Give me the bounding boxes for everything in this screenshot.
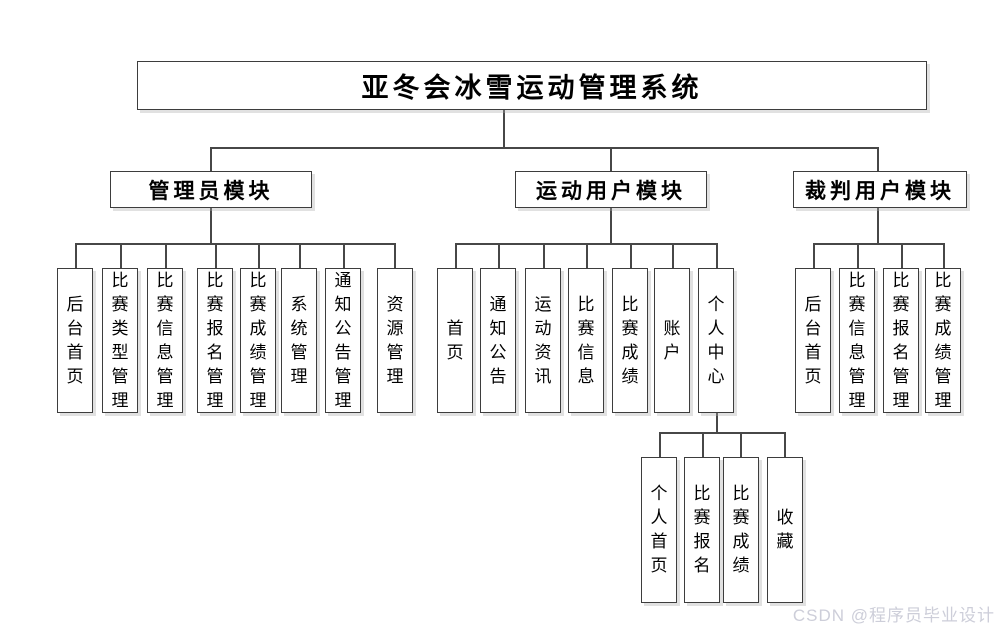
connector — [877, 147, 879, 172]
node-label: 后台首页 — [66, 294, 84, 386]
node-label: 比赛成绩 — [732, 484, 750, 575]
node-label: 系统管理 — [290, 294, 308, 386]
connector — [784, 432, 786, 458]
node-pc-registration: 比赛报名 — [684, 457, 720, 603]
connector — [740, 432, 742, 458]
module-sports-user-label: 运动用户模块 — [536, 179, 686, 203]
node-admin-competition-info-mgmt: 比赛信息管理 — [147, 268, 183, 413]
connector — [630, 243, 632, 268]
node-admin-backend-home: 后台首页 — [57, 268, 93, 413]
connector — [498, 243, 500, 268]
node-label: 通知公告管理 — [334, 270, 352, 410]
node-user-home: 首页 — [437, 268, 473, 413]
connector — [75, 243, 395, 245]
connector — [610, 147, 612, 172]
connector — [716, 243, 718, 268]
node-label: 比赛报名管理 — [892, 270, 910, 410]
connector — [813, 243, 944, 245]
connector — [343, 243, 345, 268]
node-label: 个人首页 — [650, 484, 668, 575]
connector — [75, 243, 77, 268]
connector — [299, 243, 301, 268]
module-admin-label: 管理员模块 — [148, 179, 274, 203]
connector — [857, 243, 859, 268]
node-admin-competition-type-mgmt: 比赛类型管理 — [102, 268, 138, 413]
module-referee-user: 裁判用户模块 — [793, 171, 967, 208]
module-referee-user-label: 裁判用户模块 — [805, 179, 955, 203]
node-user-account: 账户 — [654, 268, 690, 413]
connector — [210, 208, 212, 244]
connector — [455, 243, 457, 268]
node-admin-resource-mgmt: 资源管理 — [377, 268, 413, 413]
connector — [610, 208, 612, 244]
connector — [901, 243, 903, 268]
connector — [943, 243, 945, 268]
node-user-competition-info: 比赛信息 — [568, 268, 604, 413]
module-sports-user: 运动用户模块 — [515, 171, 707, 208]
connector — [586, 243, 588, 268]
node-label: 资源管理 — [386, 294, 404, 386]
node-pc-score: 比赛成绩 — [723, 457, 759, 603]
connector — [716, 413, 718, 433]
node-label: 比赛类型管理 — [111, 270, 129, 410]
connector — [702, 432, 704, 458]
node-label: 比赛信息管理 — [156, 270, 174, 410]
node-label: 比赛报名 — [693, 484, 711, 575]
node-pc-personal-home: 个人首页 — [641, 457, 677, 603]
node-pc-favorites: 收藏 — [767, 457, 803, 603]
node-label: 个人中心 — [707, 294, 725, 386]
node-label: 比赛成绩 — [621, 294, 639, 386]
connector — [877, 208, 879, 244]
root-title-box: 亚冬会冰雪运动管理系统 — [137, 61, 927, 110]
connector — [672, 243, 674, 268]
connector — [210, 147, 879, 149]
node-admin-notice-mgmt: 通知公告管理 — [325, 268, 361, 413]
node-referee-competition-info-mgmt: 比赛信息管理 — [839, 268, 875, 413]
node-user-personal-center: 个人中心 — [698, 268, 734, 413]
connector — [258, 243, 260, 268]
connector — [120, 243, 122, 268]
node-user-notice: 通知公告 — [480, 268, 516, 413]
node-label: 比赛成绩管理 — [249, 270, 267, 410]
node-label: 比赛信息 — [577, 294, 595, 386]
connector — [503, 110, 505, 148]
node-label: 账户 — [663, 318, 681, 362]
connector — [659, 432, 661, 458]
csdn-watermark: CSDN @程序员毕业设计 — [792, 606, 995, 625]
module-admin: 管理员模块 — [110, 171, 312, 208]
node-referee-score-mgmt: 比赛成绩管理 — [925, 268, 961, 413]
node-label: 比赛成绩管理 — [934, 270, 952, 410]
node-admin-score-mgmt: 比赛成绩管理 — [240, 268, 276, 413]
node-label: 首页 — [446, 318, 464, 362]
node-user-competition-score: 比赛成绩 — [612, 268, 648, 413]
node-admin-system-mgmt: 系统管理 — [281, 268, 317, 413]
node-user-sports-news: 运动资讯 — [525, 268, 561, 413]
diagram-title: 亚冬会冰雪运动管理系统 — [361, 73, 703, 103]
node-label: 比赛信息管理 — [848, 270, 866, 410]
connector — [813, 243, 815, 268]
connector — [659, 432, 785, 434]
node-label: 通知公告 — [489, 294, 507, 386]
node-referee-registration-mgmt: 比赛报名管理 — [883, 268, 919, 413]
connector — [543, 243, 545, 268]
connector — [394, 243, 396, 268]
connector — [215, 243, 217, 268]
node-label: 收藏 — [776, 508, 794, 551]
node-referee-backend-home: 后台首页 — [795, 268, 831, 413]
node-label: 后台首页 — [804, 294, 822, 386]
node-admin-registration-mgmt: 比赛报名管理 — [197, 268, 233, 413]
node-label: 运动资讯 — [534, 294, 552, 386]
node-label: 比赛报名管理 — [206, 270, 224, 410]
connector — [210, 147, 212, 172]
connector — [165, 243, 167, 268]
